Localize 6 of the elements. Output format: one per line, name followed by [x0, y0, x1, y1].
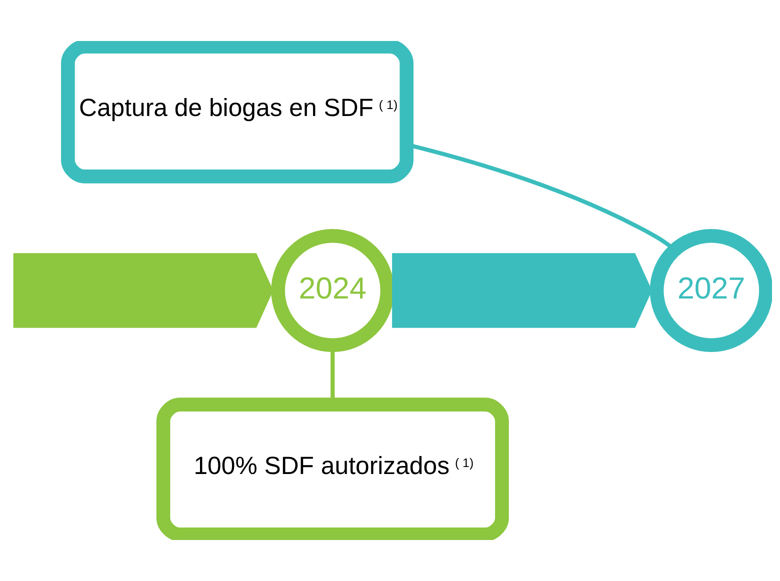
- node-chevron: [392, 253, 652, 328]
- node-chevron: [13, 253, 274, 328]
- node-box: 100% SDF autorizados $^{( 1)}$: [156, 398, 509, 540]
- node-circle: 2024: [271, 228, 394, 352]
- node-circle: 2027: [650, 228, 772, 352]
- node-box: Captura de biogas en SDF $^{( 1)}$: [61, 41, 414, 184]
